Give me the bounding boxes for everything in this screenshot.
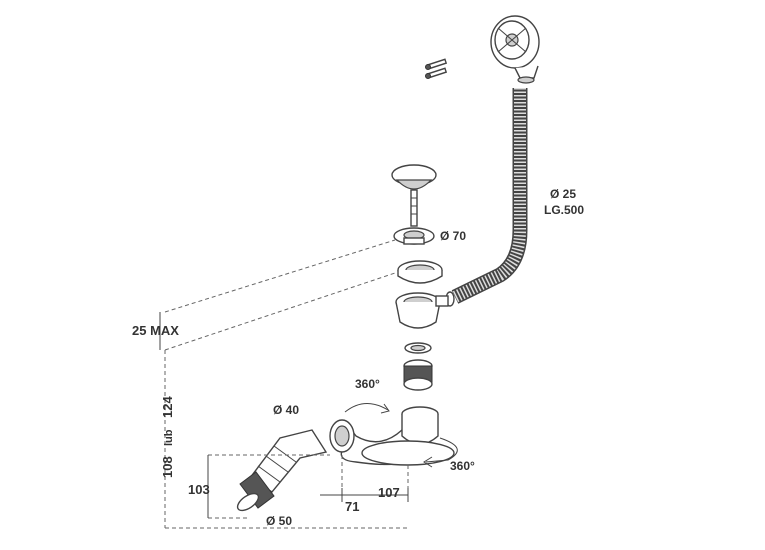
offset-a-label: 71 [345,499,359,514]
plug-cap [391,164,437,227]
overflow-rose [490,15,540,84]
hose-diameter-label: Ø 25 [550,187,576,201]
sealing-ring [397,260,443,284]
offset-b-label: 107 [378,485,400,500]
height-primary-label: 108 [160,456,175,478]
flange-diameter-label: Ø 70 [440,229,466,243]
flexible-overflow-hose [445,88,528,307]
pipe-diameter-label: Ø 50 [266,514,292,528]
height-or-label: lub [163,429,175,446]
waste-body [395,292,449,329]
top-flange [393,227,435,245]
trap [329,406,455,466]
hose-length-label: LG.500 [544,203,584,217]
overflow-screws [425,58,448,79]
washer [404,342,432,354]
outlet-diameter-label: Ø 40 [273,403,299,417]
max-thickness-label: 25 MAX [132,323,179,338]
rotation-label-bottom: 360° [450,459,475,473]
rotation-arrow-top [344,403,390,414]
drop-label: 103 [188,482,210,497]
dimension-lines [159,239,410,529]
union-nut [403,359,433,391]
rotation-arrow-bottom [423,437,458,468]
outlet-pipe [236,429,328,512]
rotation-label-top: 360° [355,377,380,391]
height-alt-label: 124 [160,396,175,418]
